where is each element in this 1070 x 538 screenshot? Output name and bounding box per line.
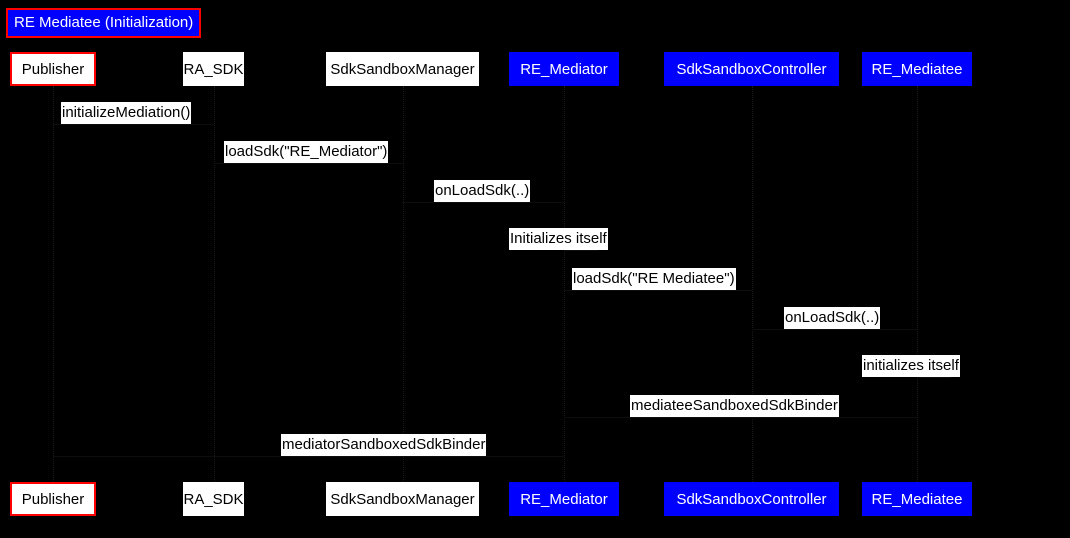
participant-sdksandboxmanager-top[interactable]: SdkSandboxManager xyxy=(326,52,479,86)
message-arrow-2 xyxy=(214,163,403,164)
participant-label: RE_Mediatee xyxy=(871,60,963,78)
message-arrow-8 xyxy=(564,417,917,418)
participant-re_mediatee-top[interactable]: RE_Mediatee xyxy=(862,52,972,86)
message-label-9: mediatorSandboxedSdkBinder xyxy=(281,434,487,456)
message-arrow-7 xyxy=(917,377,951,378)
message-label-2: loadSdk("RE_Mediator") xyxy=(224,141,389,163)
message-label-3: onLoadSdk(..) xyxy=(434,180,531,202)
diagram-title: RE Mediatee (Initialization) xyxy=(6,8,202,38)
participant-label: RE_Mediator xyxy=(520,60,608,78)
lifeline-publisher xyxy=(53,86,55,482)
message-arrow-6 xyxy=(752,329,917,330)
lifeline-ra_sdk xyxy=(214,86,216,482)
message-label-1: initializeMediation() xyxy=(61,102,192,124)
participant-label: RE_Mediatee xyxy=(871,490,963,508)
lifeline-re_mediatee xyxy=(917,86,919,482)
participant-publisher-top[interactable]: Publisher xyxy=(10,52,96,86)
participant-label: RE_Mediator xyxy=(520,490,608,508)
participant-label: SdkSandboxManager xyxy=(330,60,475,78)
lifeline-re_mediator xyxy=(564,86,566,482)
message-label-6: onLoadSdk(..) xyxy=(784,307,881,329)
participant-sdksandboxcontroller-top[interactable]: SdkSandboxController xyxy=(664,52,839,86)
participant-re_mediator-top[interactable]: RE_Mediator xyxy=(509,52,619,86)
message-arrow-4 xyxy=(564,250,598,251)
message-label-5: loadSdk("RE Mediatee") xyxy=(572,268,736,290)
message-arrow-5 xyxy=(564,290,752,291)
message-label-4: Initializes itself xyxy=(509,228,608,250)
participant-label: RA_SDK xyxy=(183,490,244,508)
participant-label: Publisher xyxy=(21,60,85,78)
participant-sdksandboxmanager-bottom[interactable]: SdkSandboxManager xyxy=(326,482,479,516)
message-arrow-3 xyxy=(403,202,564,203)
participant-publisher-bottom[interactable]: Publisher xyxy=(10,482,96,516)
participant-re_mediatee-bottom[interactable]: RE_Mediatee xyxy=(862,482,972,516)
participant-label: SdkSandboxManager xyxy=(330,490,475,508)
message-label-8: mediateeSandboxedSdkBinder xyxy=(630,395,839,417)
participant-re_mediator-bottom[interactable]: RE_Mediator xyxy=(509,482,619,516)
participant-sdksandboxcontroller-bottom[interactable]: SdkSandboxController xyxy=(664,482,839,516)
participant-ra_sdk-bottom[interactable]: RA_SDK xyxy=(183,482,244,516)
message-label-7: initializes itself xyxy=(862,355,960,377)
message-arrow-9 xyxy=(53,456,564,457)
participant-label: SdkSandboxController xyxy=(676,490,827,508)
participant-label: Publisher xyxy=(21,490,85,508)
participant-label: SdkSandboxController xyxy=(676,60,827,78)
lifeline-sdksandboxcontroller xyxy=(752,86,754,482)
message-arrow-1 xyxy=(53,124,214,125)
participant-ra_sdk-top[interactable]: RA_SDK xyxy=(183,52,244,86)
lifeline-sdksandboxmanager xyxy=(403,86,405,482)
participant-label: RA_SDK xyxy=(183,60,244,78)
